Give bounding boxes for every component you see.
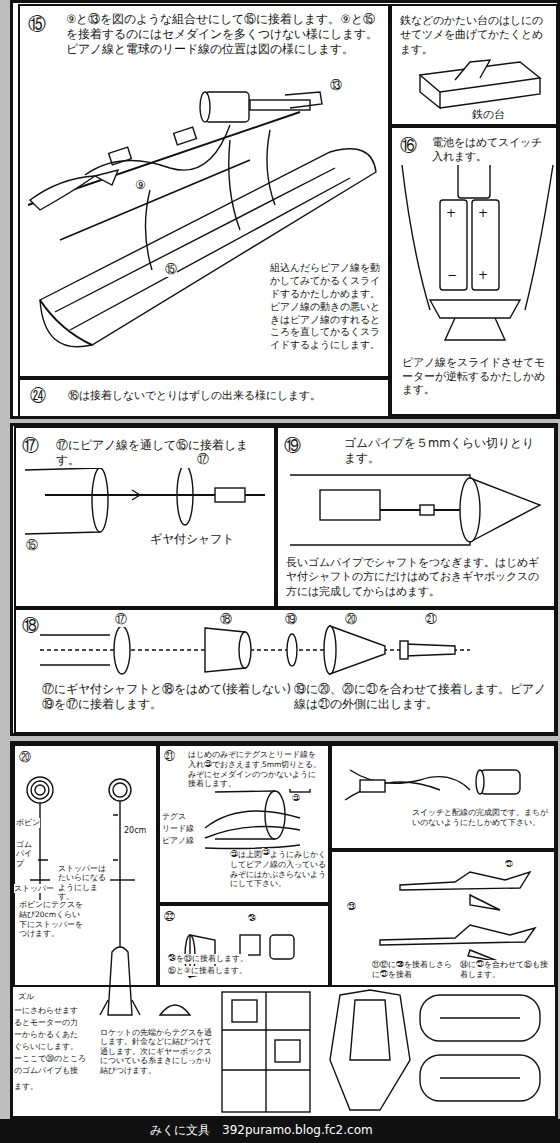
step-box: ⑮ ⑨と⑬を図のような組合せにして⑮に接着します。⑨と⑮を接着するのにはセメダイン… [18, 4, 390, 378]
callout-number: ⑳ [345, 612, 357, 627]
instruction-text: スイッチと配線の完成図です。まちがいのないようにたしかめて下さい。 [412, 808, 550, 828]
instruction-text: ⑲に⑳、⑳に㉑を合わせて接着します。ピアノ線は㉑の外側に出します。 [294, 682, 548, 712]
instruction-text: ⑰にギヤ付シャフトと⑱をはめて(接着しない)⑲を⑰に接着します。 [42, 682, 292, 712]
instruction-text: ⑯は接着しないでとりはずしの出来る様にします。 [68, 389, 378, 403]
step-number: ㉑ [164, 750, 175, 764]
callout-number: ⑨ [135, 178, 146, 193]
dimension: 20cm [124, 826, 146, 836]
part-name: テグス [162, 812, 186, 821]
instruction-text: ㉔を⑬に接着します。 [168, 954, 248, 964]
callout-number: ㉗ [505, 860, 513, 870]
callout-number: ⑮ [165, 262, 177, 277]
callout-number: ⑰ [115, 612, 127, 627]
instruction-text: 電池をはめてスイッチ入れます。 [432, 136, 552, 165]
note: ぐらいにします。 [14, 1042, 78, 1051]
part-name: ボビン [16, 818, 40, 828]
part-name: 鉄の台 [472, 108, 505, 122]
note: ーにさわらせます [14, 1006, 78, 1015]
instruction-text: ゴムパイプを５mmくらい切りとります。 [344, 436, 544, 466]
polarity-sign: + [446, 206, 456, 221]
step-box: ㉓ ⑪⑫に㉖を接着しさらに㉗を接着 ⑭に㉗を合わせて⑮も接着します。 [330, 850, 556, 987]
callout-number: ㉓ [292, 794, 300, 804]
note: ーからかるくあた [14, 1030, 78, 1039]
instruction-text: ピアノ線をスライドさせてモーターが逆転するかたしかめます。 [402, 356, 550, 397]
step-number: ⑯ [400, 134, 417, 156]
note: ます。 [14, 1082, 38, 1091]
watermark: みくに文具 392puramo.blog.fc2.com [150, 1123, 373, 1138]
callout-number: ⑮ [26, 538, 38, 553]
instruction-text: ⑰にピアノ線を通して⑮に接着します。 [56, 438, 261, 468]
step-box: スイッチと配線の完成図です。まちがいのないようにたしかめて下さい。 [330, 744, 556, 850]
callout-number: ⑬ [330, 78, 342, 93]
polarity-sign: − [447, 268, 457, 283]
callout-number: ⑰ [197, 452, 209, 467]
instruction-text: ㉓は上図のようにみじかくしてピアノ線の入っているみぞにはかぶさらないようにして下… [230, 850, 326, 889]
instruction-text: ⑪⑫に㉖を接着しさらに㉗を接着 [372, 960, 452, 980]
instruction-text: ⑨と⑬を図のような組合せにして⑮に接着します。⑨と⑮を接着するのにはセメダインを… [66, 12, 384, 57]
callout-number: ㉔ [248, 914, 256, 924]
instruction-text: ⑮と②に接着します。 [168, 966, 247, 976]
note: 5mm切りとる。 [262, 760, 321, 769]
step-box: ㉔ ⑯は接着しないでとりはずしの出来る様にします。 [18, 378, 390, 418]
part-name: ギヤ付シャフト [150, 532, 234, 547]
step-box: ㉒㉔を⑬に接着します。 ⑮と②に接着します。 [158, 904, 330, 987]
part-name: ストッパー [14, 884, 54, 893]
note: のゴムパイプも接 [14, 1066, 78, 1075]
note: るとモーターの力 [14, 1018, 78, 1027]
note: ズル [18, 992, 34, 1002]
polarity-sign: + [478, 268, 488, 283]
step-number: ⑰ [22, 434, 39, 456]
note: ストッパーはたいらになるようにします。 [58, 864, 110, 902]
instruction-text: 鉄などのかたい台のはしにのせてツメを曲げてかたくとめます。 [400, 14, 550, 57]
part-name: ゴムパイプ [16, 840, 38, 868]
step-number: ⑳ [19, 750, 31, 766]
instruction-text: はじめのみぞにテグスとリード線を入れ㉓でおさえます。㉓はテグスのみぞにセメダイン… [188, 750, 318, 789]
callout-number: ㉓ [262, 848, 270, 858]
callout-number: ⑲ [285, 612, 297, 627]
step-number: ㉒ [164, 910, 175, 924]
step-number: ⑲ [284, 434, 301, 456]
step-box: ⑲ ゴムパイプを５mmくらい切りとります。長いゴムパイプでシャフトをつなぎます。は… [276, 426, 556, 608]
step-number: ㉔ [30, 386, 46, 407]
part-name: ピアノ線 [162, 836, 194, 845]
step-number: ⑱ [22, 614, 39, 636]
instruction-text: ㉓ [347, 902, 356, 914]
step-number: ⑮ [28, 12, 46, 35]
callout-number: ㉑ [425, 612, 437, 627]
note: ロケットの先端からテグスを通します。針金などに結びつけて通します。次にギヤーボッ… [100, 1028, 218, 1075]
callout-number: ⑱ [220, 612, 232, 627]
step-box: ⑰⑰にピアノ線を通して⑮に接着します。 [14, 426, 276, 608]
note: ーここで⑳のところ [14, 1054, 86, 1063]
instruction-text: ⑭に㉗を合わせて⑮も接着します。 [460, 960, 552, 980]
polarity-sign: + [478, 206, 488, 221]
instruction-text: ボビンにテグスを結び20cmくらい下にストッパーをつけます。 [19, 900, 83, 939]
step-box: ⑯ 電池をはめてスイッチ入れます。ピアノ線をスライドさせてモーターが逆転するかたし… [390, 126, 558, 416]
part-name: リード線 [162, 824, 194, 833]
instruction-text: 長いゴムパイプでシャフトをつなぎます。はじめギヤ付シャフトの方にだけはめておきギ… [286, 556, 548, 599]
instruction-text: 組込んだらピアノ線を動かしてみてかるくスライドするかたしかめます。ピアノ線の動き… [270, 262, 386, 352]
